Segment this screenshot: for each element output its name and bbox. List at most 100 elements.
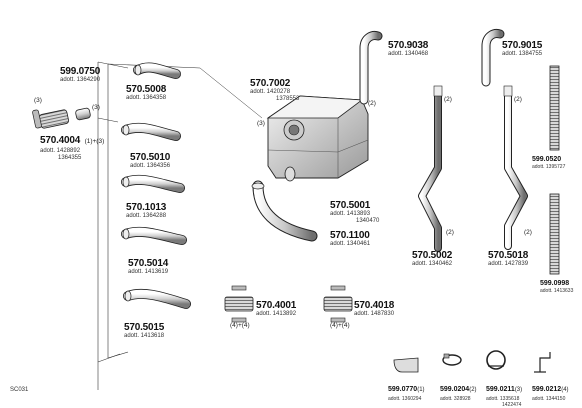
tube-570-5008 [133,62,181,79]
bracket-599-0212 [534,352,551,373]
part-label-570-1013: 570.1013 adott. 1364288 [126,202,166,220]
flex-pipe-570-4004 [32,107,91,129]
part-number: 599.0520 [532,156,562,163]
part-number: 599.0204 [440,386,470,393]
part-addtl-2: 1378553 [276,96,300,102]
part-label-599-0211: 599.0211(3) adott. 1335618 1422474 [486,378,522,408]
part-label-570-4004: 570.4004 (1)+(3) adott. 1428892 1364355 [40,130,104,162]
part-number: 570.5015 [124,322,165,333]
part-number: 570.5018 [488,250,529,261]
part-qty: (3) [514,387,523,393]
part-label-599-0212: 599.0212(4) adott. 1344150 [532,378,569,402]
tail-pipe-570-9038 [359,31,383,105]
part-number: 570.5010 [130,152,171,163]
callout-clamp-qty: (3) [34,97,42,104]
part-label-599-0204: 599.0204(2) adott. 328928 [440,378,477,402]
flex-hose-599-0520 [549,65,560,151]
part-addtl: adott. 1420278 [250,89,291,95]
part-number: 570.9015 [502,40,543,51]
part-addtl-2: 1340470 [356,218,380,224]
part-label-570-5018: 570.5018 adott. 1427839 [488,250,528,268]
part-number: 599.0998 [540,280,570,287]
callout-tail-b-qty: (2) [514,96,522,103]
part-number: 570.4001 [256,300,297,311]
part-label-570-5001: 570.5001 adott. 1413893 1340470 [330,200,379,225]
part-number: 570.1100 [330,230,370,241]
part-addtl: adott. 1428892 [40,148,81,154]
part-addtl-2: 1422474 [502,402,522,408]
part-qty: (2) [469,387,477,393]
part-addtl: adott. 1384755 [502,51,543,57]
flex-pipe-570-4018 [323,285,353,323]
callout-pipe-qty: (3) [92,104,100,111]
pipe-570-5002 [418,85,443,252]
part-addtl: adott. 1413892 [256,311,297,317]
part-addtl: adott. 1395727 [532,164,566,170]
bracket-599-0770 [393,357,419,373]
part-number: 570.9038 [388,40,429,51]
part-number: 570.1013 [126,202,167,213]
part-number: 599.0750 [60,66,101,77]
part-addtl: adott. 1340462 [412,261,453,267]
part-label-570-4001: 570.4001 adott. 1413892 [232,300,296,318]
part-addtl: adott. 1364356 [130,163,171,169]
callout-muffler-inlet-qty: (3) [257,120,265,127]
part-qty: (1)+(3) [84,138,105,145]
part-number: 570.5002 [412,250,453,261]
part-number: 570.5014 [128,258,169,269]
part-number: 570.7002 [250,78,291,89]
part-number: 570.5001 [330,200,371,211]
part-label-570-1100: 570.1100 adott. 1340461 [330,230,370,248]
flex-pipe-570-4001 [224,285,254,323]
part-label-570-9015: 570.9015 adott. 1384755 [502,40,542,58]
part-addtl: adott. 1364358 [126,95,167,101]
part-number: 570.5008 [126,84,167,95]
part-addtl: adott. 1364288 [126,213,167,219]
part-addtl: adott. 1427839 [488,261,529,267]
callout-tail-a-qty: (2) [444,96,452,103]
part-number: 570.4004 [40,135,81,146]
qty-570-4001: (4)+(4) [230,322,250,329]
part-label-599-0520: 599.0520 adott. 1395727 [532,156,565,170]
part-addtl: adott. 1413633 [540,288,574,294]
part-number: 599.0770 [388,386,418,393]
part-addtl: adott. 1360294 [388,396,422,402]
tail-pipe-570-9015 [481,29,505,87]
callout-pipe-a-qty: (2) [446,229,454,236]
bend-pipe-570-1100 [251,180,318,242]
part-qty: (1) [417,387,425,393]
callout-muffler-outlet-qty: (2) [368,100,376,107]
clamp-599-0204 [442,353,462,366]
part-addtl: adott. 1340461 [330,241,371,247]
callout-pipe-b-qty: (2) [524,229,532,236]
part-number: 599.0211 [486,386,515,393]
part-label-570-4018: 570.4018 adott. 1487830 [330,300,394,318]
part-label-570-5015: 570.5015 adott. 1413618 [124,322,164,340]
part-label-570-5014: 570.5014 adott. 1413619 [128,258,168,276]
flex-hose-599-0998 [549,193,560,275]
part-addtl: adott. 1344150 [532,396,566,402]
part-addtl: adott. 1340468 [388,51,429,57]
tube-570-5015 [123,288,191,309]
part-label-599-0770: 599.0770(1) adott. 1360294 [388,378,425,402]
diagram-code: SC031 [10,387,29,393]
muffler-570-7002 [266,95,369,182]
qty-570-4018: (4)+(4) [330,322,350,329]
tube-570-1013 [121,174,185,193]
part-label-599-0750: 599.0750 adott. 1364290 [60,66,100,84]
part-label-570-5002: 570.5002 adott. 1340462 [412,250,452,268]
bracket-lines [97,61,263,390]
part-label-570-7002: 570.7002 adott. 1420278 1378553 [250,78,299,103]
part-addtl: adott. 1413893 [330,211,371,217]
part-label-599-0998: 599.0998 adott. 1413633 [540,280,573,294]
clamp-599-0211 [486,350,506,370]
part-addtl: adott. 1413619 [128,269,169,275]
tube-570-5010 [121,122,181,141]
part-label-570-5010: 570.5010 adott. 1364356 [130,152,170,170]
part-addtl: adott. 328928 [440,396,471,402]
part-number: 570.4018 [354,300,395,311]
part-addtl-2: 1364355 [58,155,82,161]
part-label-570-5008: 570.5008 adott. 1364358 [126,84,166,102]
